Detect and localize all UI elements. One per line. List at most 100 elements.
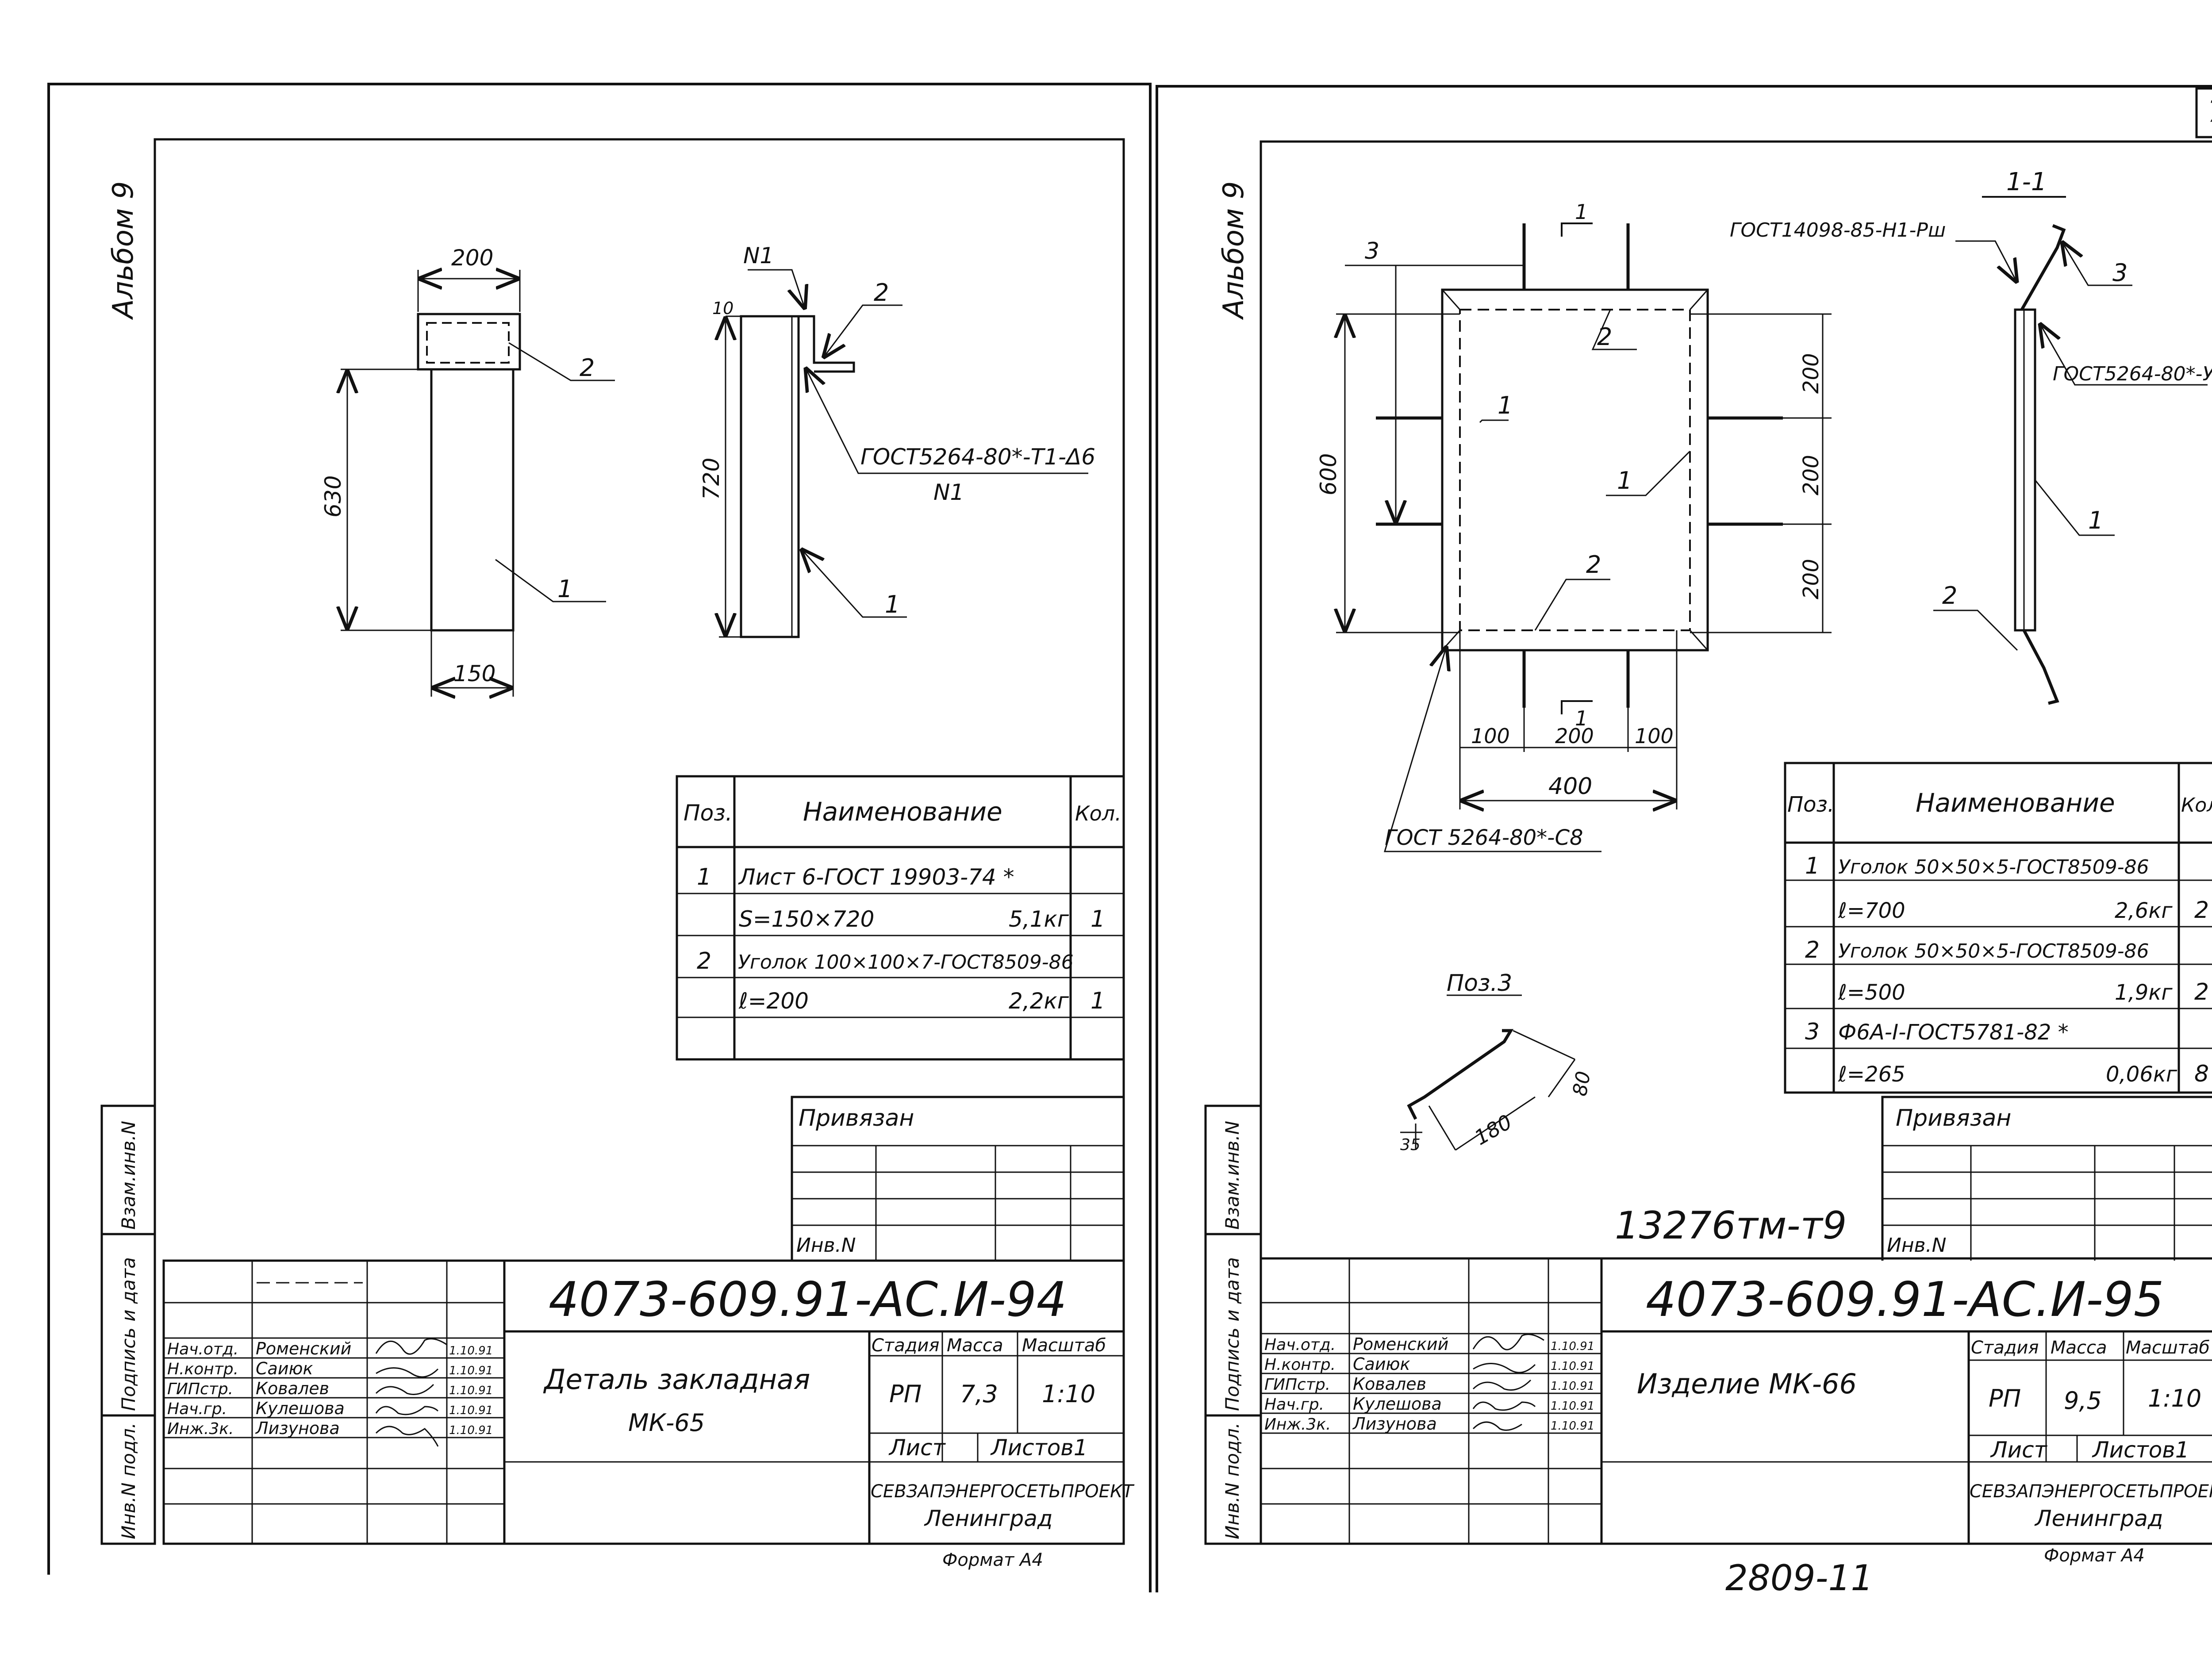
spec-row-name: ℓ=200 <box>738 988 809 1014</box>
pos3-dim-80: 80 <box>1569 1070 1595 1098</box>
spec-row-mass: 0,06кг <box>2106 1062 2177 1087</box>
massa-header-left: Масса <box>947 1335 1003 1356</box>
staff-role: ГИПстр. <box>167 1380 233 1398</box>
callout-1-left: 1 <box>1498 391 1513 419</box>
staff-name: Саиюк <box>1353 1354 1410 1374</box>
massa-left: 7,3 <box>960 1380 998 1408</box>
staff-role: Н.контр. <box>167 1360 238 1378</box>
staff-date: 1.10.91 <box>449 1404 493 1417</box>
staff-list-left: Нач.отд. Роменский 1.10.91 Н.контр. Саию… <box>167 1339 493 1438</box>
list-right: Лист <box>1990 1437 2048 1463</box>
spec-row-name: Уголок 100×100×7-ГОСТ8509-86 <box>738 951 1074 974</box>
dim-200: 200 <box>451 245 493 271</box>
spec-row-name: Ф6А-I-ГОСТ5781-82 * <box>1838 1020 2069 1045</box>
staff-name: Роменский <box>256 1339 351 1358</box>
frame-view <box>1336 222 1832 852</box>
staff-date: 1.10.91 <box>1551 1360 1594 1373</box>
staff-role: Нач.гр. <box>1264 1396 1324 1414</box>
massa-right: 9,5 <box>2064 1387 2102 1415</box>
spec-row-pos: 2 <box>697 948 711 974</box>
org2-right: Ленинград <box>2034 1506 2163 1531</box>
dim-150: 150 <box>453 661 495 686</box>
privyazan-left: Привязан <box>799 1105 914 1131</box>
staff-date: 1.10.91 <box>1551 1380 1594 1393</box>
inv-n-left: Инв.N <box>796 1234 856 1257</box>
staff-date: 1.10.91 <box>1551 1400 1594 1413</box>
spec-row-pos: 1 <box>1805 853 1820 879</box>
doc-code-right: 4073-609.91-АС.И-95 <box>1646 1272 2164 1327</box>
spec-row-name: S=150×720 <box>739 906 874 932</box>
spec-row-name: ℓ=700 <box>1838 898 1905 923</box>
staff-date: 1.10.91 <box>449 1364 493 1377</box>
spec-row-pos: 3 <box>1805 1019 1820 1045</box>
sheet-frames <box>47 83 2212 1592</box>
section-label: 1-1 <box>2006 168 2047 196</box>
inv-n-right: Инв.N <box>1887 1234 1947 1257</box>
spec-row-qty: 1 <box>1091 906 1105 932</box>
spec-header-name: Наименование <box>1916 788 2115 818</box>
pos3-dim-35: 35 <box>1400 1136 1421 1154</box>
staff-list-right: Нач.отд. Роменский 1.10.91 Н.контр. Саию… <box>1264 1335 1594 1434</box>
side-podpis-left: Подпись и дата <box>118 1257 139 1411</box>
dim-400: 400 <box>1548 773 1592 800</box>
spec-row-mass: 2,2кг <box>1009 988 1069 1014</box>
masshtab-left: 1:10 <box>1042 1380 1095 1408</box>
spec-row-qty: 1 <box>1091 988 1105 1014</box>
privyazan-block-right <box>1881 1096 2212 1261</box>
dim-630: 630 <box>320 476 346 518</box>
signatures-right <box>1472 1334 1544 1431</box>
side-vzam-right: Взам.инв.N <box>1221 1121 1243 1230</box>
spec-row-name: ℓ=265 <box>1838 1062 1905 1087</box>
title-block-left <box>162 1259 1125 1545</box>
pos3-detail <box>1400 994 1576 1151</box>
masshtab-header-right: Масштаб <box>2126 1338 2210 1358</box>
spec-row-qty: 2 <box>2194 897 2209 924</box>
stadia-header-left: Стадия <box>872 1335 939 1356</box>
org1-left: СЕВЗАПЭНЕРГОСЕТЬПРОЕКТ <box>871 1481 1135 1502</box>
callout-2-section: 2 <box>1942 582 1957 610</box>
staff-date: 1.10.91 <box>1551 1340 1594 1353</box>
dim-10: 10 <box>712 299 733 318</box>
side-invpodl-left: Инв.N подл. <box>118 1423 139 1539</box>
spec-header-name: Наименование <box>803 797 1002 827</box>
spec-row-qty: 2 <box>2194 979 2209 1005</box>
listov-right: Листов1 <box>2092 1437 2189 1463</box>
callout-1-front: 1 <box>557 575 572 603</box>
spec-header-pos: Поз. <box>1787 792 1834 817</box>
spec-row-qty: 8 <box>2194 1061 2209 1087</box>
callout-2-front: 2 <box>580 354 595 382</box>
callout-2-top: 2 <box>1597 323 1612 351</box>
weld-h1-label: ГОСТ14098-85-Н1-Рш <box>1730 219 1946 242</box>
section-mark-bottom: 1 <box>1575 706 1588 730</box>
weld-n1-label: N1 <box>933 479 964 505</box>
stadia-left: РП <box>889 1380 922 1408</box>
spec-row-pos: 2 <box>1805 937 1820 963</box>
staff-date: 1.10.91 <box>449 1424 493 1437</box>
staff-date: 1.10.91 <box>1551 1419 1594 1433</box>
org2-left: Ленинград <box>924 1506 1052 1531</box>
callout-2-bottom: 2 <box>1586 551 1601 579</box>
staff-role: Инж.3к. <box>1264 1415 1331 1434</box>
right-sheet: Альбом 9 <box>1204 140 2212 1599</box>
page-number: 73 <box>2208 95 2212 129</box>
side-podpis-right: Подпись и дата <box>1221 1257 1243 1411</box>
title-line1-right: Изделие МК-66 <box>1637 1368 1857 1400</box>
staff-role: Н.контр. <box>1264 1356 1336 1374</box>
side-invpodl-right: Инв.N подл. <box>1221 1423 1243 1539</box>
spec-row-mass: 1,9кг <box>2115 980 2173 1005</box>
masshtab-header-left: Масштаб <box>1022 1335 1106 1356</box>
spec-row-mass: 2,6кг <box>2115 898 2173 923</box>
staff-role: Инж.3к. <box>167 1420 234 1438</box>
staff-date: 1.10.91 <box>449 1384 493 1397</box>
callout-3-section: 3 <box>2112 259 2128 287</box>
privyazan-right: Привязан <box>1896 1105 2011 1131</box>
spec-header-pos: Поз. <box>684 800 733 826</box>
side-vzam-left: Взам.инв.N <box>118 1121 139 1230</box>
callout-1-right: 1 <box>1617 467 1632 495</box>
album-label-right: Альбом 9 <box>1217 181 1250 320</box>
section-mark-top: 1 <box>1575 200 1588 224</box>
weld-label-left: ГОСТ5264-80*-Т1-Δ6 <box>860 444 1095 470</box>
front-view <box>341 270 615 697</box>
spec-row-name: Уголок 50×50×5-ГОСТ8509-86 <box>1838 856 2149 878</box>
format-right: Формат А4 <box>2044 1545 2145 1566</box>
